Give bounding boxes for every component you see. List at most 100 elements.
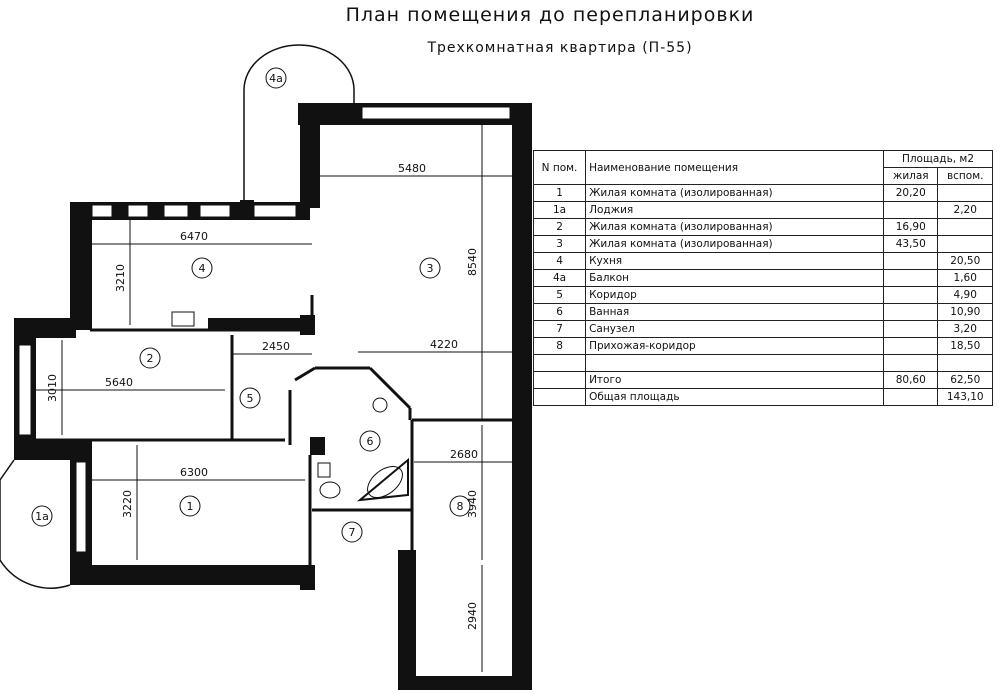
cell-num: 4 xyxy=(532,252,587,270)
cell-aux xyxy=(937,354,993,372)
dim-5480: 5480 xyxy=(398,162,426,175)
cell-living xyxy=(883,303,939,321)
cell-living xyxy=(883,320,939,338)
plan-subtitle: Трехкомнатная квартира (П-55) xyxy=(427,40,693,56)
cell-aux xyxy=(937,218,993,236)
cell-aux: 18,50 xyxy=(937,337,993,355)
cell-living xyxy=(883,337,939,355)
room-label-4: 4 xyxy=(199,262,206,275)
cell-aux xyxy=(937,235,993,253)
cell-living xyxy=(883,388,939,406)
room-marker-5 xyxy=(239,387,261,409)
room-marker-6 xyxy=(359,430,381,452)
cell-aux xyxy=(937,184,993,202)
cell-living xyxy=(883,286,939,304)
cell-name: Общая площадь xyxy=(585,388,885,406)
cell-aux: 2,20 xyxy=(937,201,993,219)
cell-num xyxy=(532,371,587,389)
cell-living xyxy=(883,252,939,270)
balcony-outline xyxy=(243,44,355,200)
room-label-6: 6 xyxy=(367,435,374,448)
cell-living: 80,60 xyxy=(883,371,939,389)
area-table: N пом. Наименование помещения Площадь, м… xyxy=(532,150,993,406)
cell-num: 2 xyxy=(532,218,587,236)
table-row xyxy=(532,354,993,372)
dim-2680: 2680 xyxy=(450,448,478,461)
room-marker-2 xyxy=(139,347,161,369)
cell-num: 1а xyxy=(532,201,587,219)
room-marker-4a xyxy=(265,67,287,89)
cell-name: Кухня xyxy=(585,252,885,270)
room-label-1a: 1а xyxy=(35,510,49,523)
room-marker-8 xyxy=(449,495,471,517)
cell-living: 20,20 xyxy=(883,184,939,202)
cell-num: 5 xyxy=(532,286,587,304)
fixtures xyxy=(171,311,409,502)
cell-aux: 10,90 xyxy=(937,303,993,321)
table-subheader-row: жилая вспом. xyxy=(534,167,993,185)
dim-3210: 3210 xyxy=(114,264,127,292)
room-label-1: 1 xyxy=(187,500,194,513)
cell-aux: 3,20 xyxy=(937,320,993,338)
cell-num: 6 xyxy=(532,303,587,321)
cell-aux: 62,50 xyxy=(937,371,993,389)
cell-aux: 143,10 xyxy=(937,388,993,406)
room-label-2: 2 xyxy=(147,352,154,365)
dim-2940: 2940 xyxy=(466,602,479,630)
room-label-4a: 4а xyxy=(269,72,283,85)
room-marker-3 xyxy=(419,257,441,279)
stove-icon xyxy=(171,311,195,327)
header-area: Площадь, м2 xyxy=(883,150,993,168)
room-label-8: 8 xyxy=(457,500,464,513)
dim-4220: 4220 xyxy=(430,338,458,351)
toilet-icon xyxy=(319,481,341,499)
windows xyxy=(18,106,511,553)
header-aux: вспом. xyxy=(937,167,993,185)
cell-name xyxy=(585,354,885,372)
cell-living xyxy=(883,354,939,372)
cell-num: 8 xyxy=(532,337,587,355)
room-marker-1a xyxy=(31,505,53,527)
dim-8540: 8540 xyxy=(466,248,479,276)
toilet-tank-icon xyxy=(317,462,331,478)
dim-3220: 3220 xyxy=(121,490,134,518)
cell-name: Ванная xyxy=(585,303,885,321)
cell-num xyxy=(532,354,587,372)
table-row-grand-total: Общая площадь 143,10 xyxy=(532,388,993,406)
room-marker-4 xyxy=(191,257,213,279)
cell-name: Санузел xyxy=(585,320,885,338)
cell-num xyxy=(532,388,587,406)
cell-living xyxy=(883,269,939,287)
bathtub-icon xyxy=(356,457,409,502)
cell-name: Коридор xyxy=(585,286,885,304)
cell-name: Балкон xyxy=(585,269,885,287)
cell-living: 16,90 xyxy=(883,218,939,236)
dim-5640: 5640 xyxy=(105,376,133,389)
loggia-outline xyxy=(0,459,71,589)
dim-3010: 3010 xyxy=(46,374,59,402)
bathtub-basin-icon xyxy=(367,465,403,499)
cell-aux: 20,50 xyxy=(937,252,993,270)
table-header-row: N пом. Наименование помещения Площадь, м… xyxy=(532,150,993,185)
cell-num: 1 xyxy=(532,184,587,202)
dim-2450: 2450 xyxy=(262,340,290,353)
cell-name: Жилая комната (изолированная) xyxy=(585,218,885,236)
cell-name: Жилая комната (изолированная) xyxy=(585,235,885,253)
cell-name: Итого xyxy=(585,371,885,389)
room-markers xyxy=(31,67,471,543)
cell-aux: 4,90 xyxy=(937,286,993,304)
sink-icon xyxy=(372,397,388,413)
room-label-3: 3 xyxy=(427,262,434,275)
cell-num: 3 xyxy=(532,235,587,253)
cell-aux: 1,60 xyxy=(937,269,993,287)
